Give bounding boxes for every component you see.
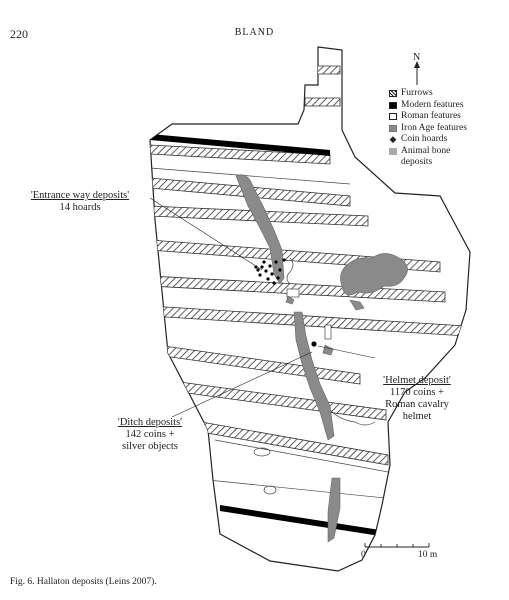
iron-age-enclosure [340, 253, 408, 296]
iron-age-swatch-icon [389, 124, 397, 132]
legend-item-modern: Modern features [389, 100, 471, 112]
coin-hoards [254, 258, 317, 347]
modern-band [220, 505, 380, 536]
scale-end-label: 10 m [418, 550, 438, 560]
entrance-note-detail: 14 hoards [59, 202, 101, 213]
iron-age-ditch [327, 477, 341, 543]
entrance-note-title: 'Entrance way deposits' [30, 190, 130, 201]
roman-features [150, 167, 389, 499]
modern-features [150, 134, 380, 536]
leader-lines [149, 197, 376, 418]
page-number: 220 [10, 27, 28, 41]
north-label: N [413, 52, 421, 63]
legend: Furrows Modern features Roman features I… [389, 88, 471, 169]
bone-swatch-icon [389, 147, 397, 155]
helmet-note-title: 'Helmet deposit' [383, 375, 451, 386]
ditch-note: 'Ditch deposits' 142 coins + silver obje… [110, 417, 190, 453]
iron-age-ditch [235, 174, 285, 285]
site-outline [149, 46, 471, 572]
ditch-note-title: 'Ditch deposits' [117, 417, 183, 428]
furrow-strip [304, 65, 341, 75]
modern-swatch-icon [389, 101, 397, 109]
entrance-note: 'Entrance way deposits' 14 hoards [10, 190, 150, 214]
north-arrow-icon [414, 61, 420, 85]
roman-swatch-icon [389, 113, 397, 120]
legend-item-furrows: Furrows [389, 88, 471, 100]
furrow-swatch-icon [389, 90, 397, 97]
modern-band [150, 134, 330, 156]
iron-age-features [235, 174, 408, 543]
scale-bar [364, 543, 430, 548]
helmet-note: 'Helmet deposit' 1170 coins + Roman cava… [365, 375, 469, 423]
legend-item-coin-hoards: ◆ Coin hoards [389, 134, 448, 144]
scale-start-label: 0 [361, 550, 366, 560]
figure-caption: Fig. 6. Hallaton deposits (Leins 2007). [10, 577, 157, 587]
coin-dot-icon: ◆ [389, 134, 397, 144]
iron-age-ditch [293, 311, 335, 441]
legend-item-roman: Roman features [389, 111, 471, 123]
legend-item-animal-bone: Animal bone deposits [389, 146, 471, 169]
furrow-strip [150, 144, 331, 165]
furrow-strip [304, 97, 341, 107]
running-title: BLAND [234, 27, 275, 38]
legend-item-iron-age: Iron Age features [389, 123, 471, 135]
